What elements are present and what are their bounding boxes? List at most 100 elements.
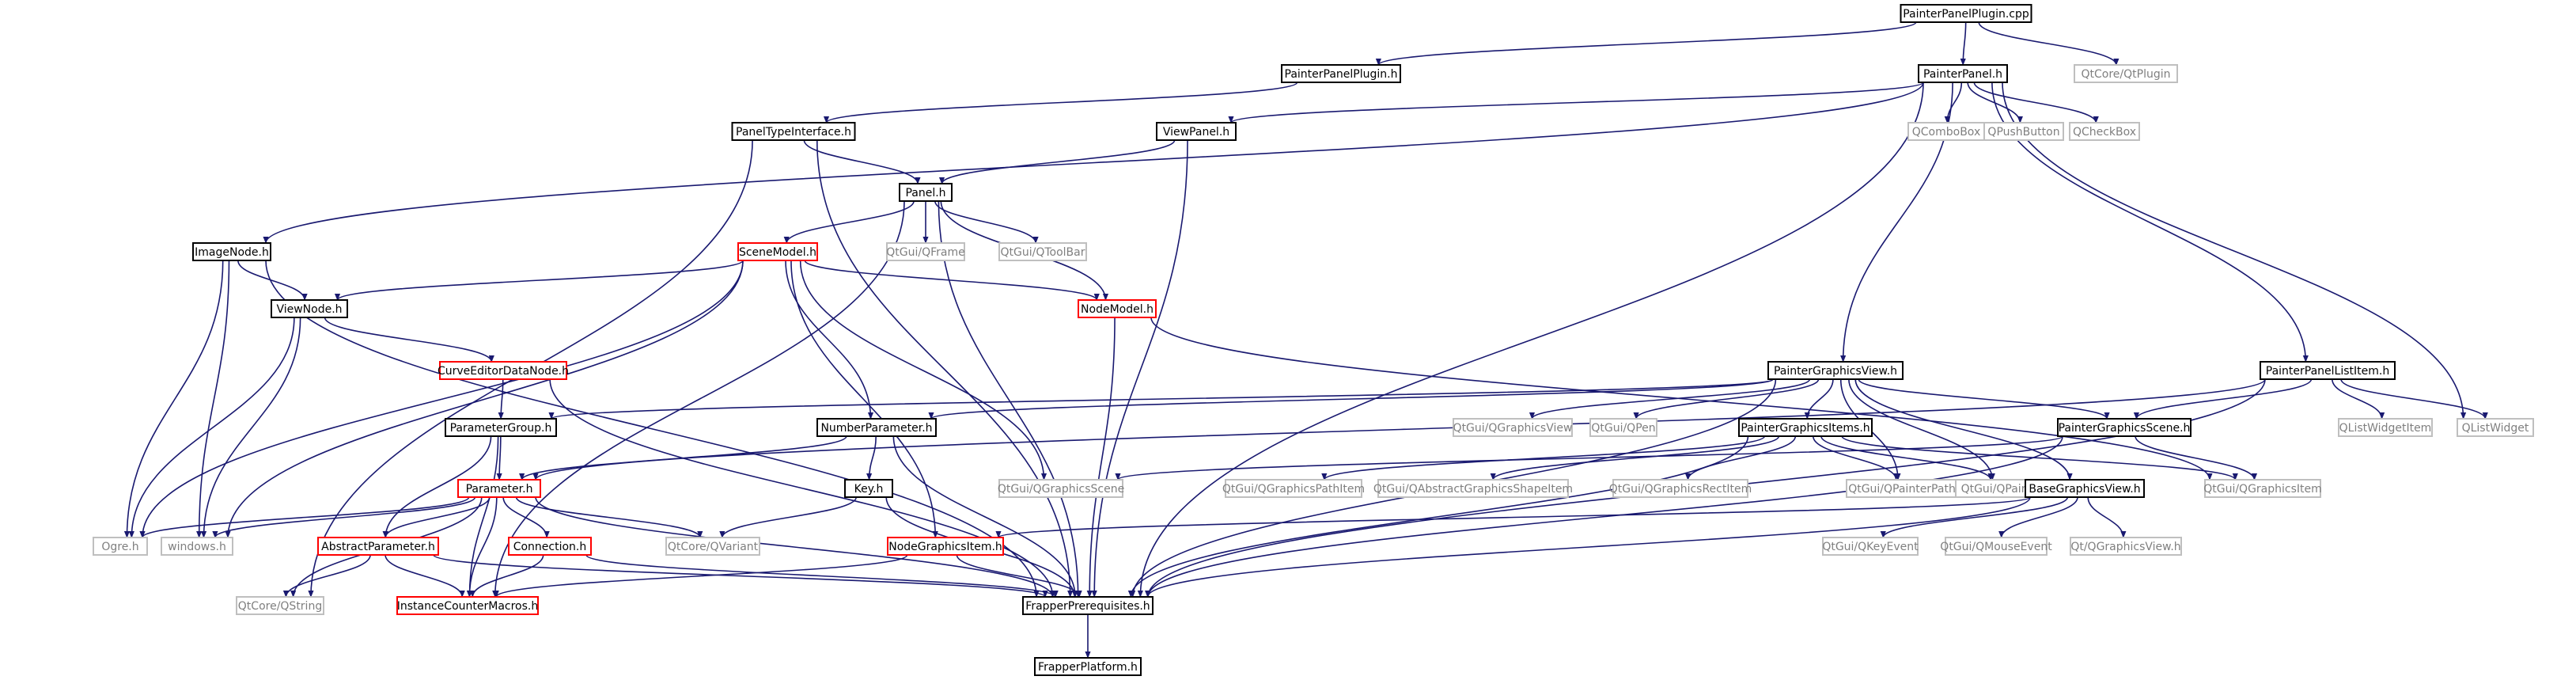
node-box-viewnode_h <box>271 299 348 318</box>
node-painterpanelplugin_h[interactable]: PainterPanelPlugin.h <box>1281 64 1401 83</box>
node-painterpanel_h[interactable]: PainterPanel.h <box>1918 64 2008 83</box>
edge-viewpanel_h-to-panel_h <box>939 139 1176 184</box>
edge-viewnode_h-to-windows_h <box>200 317 301 538</box>
node-qkeyevent: QtGui/QKeyEvent <box>1822 537 1919 556</box>
node-label-basegraphicsview_h: BaseGraphicsView.h <box>2029 483 2140 496</box>
node-box-qstring <box>236 596 324 615</box>
node-frapperprerequisites_h[interactable]: FrapperPrerequisites.h <box>1022 596 1154 615</box>
node-painterpanellistitem_h[interactable]: PainterPanelListItem.h <box>2260 361 2396 380</box>
node-nodemodel_h[interactable]: NodeModel.h <box>1078 299 1157 318</box>
node-box-paintergraphicsview_h <box>1767 361 1904 380</box>
edge-parameter_h-to-abstractparameter_h <box>382 496 491 538</box>
node-label-viewnode_h: ViewNode.h <box>276 303 342 316</box>
edge-paintergraphicsview_h-to-basegraphicsview_h <box>1854 378 2073 481</box>
node-paintergraphicsview_h[interactable]: PainterGraphicsView.h <box>1767 361 1904 380</box>
node-box-nodegraphicsitem_h <box>887 537 1004 556</box>
edge-viewnode_h-to-ogre_h <box>128 317 295 538</box>
edge-key_h-to-qvariant <box>719 496 858 538</box>
node-qpainterpath: QtGui/QPainterPath <box>1846 479 1958 498</box>
node-label-qtoolbar: QtGui/QToolBar <box>1001 246 1085 259</box>
node-parametergroup_h[interactable]: ParameterGroup.h <box>445 418 557 437</box>
node-box-qpushbutton <box>1983 122 2064 141</box>
node-key_h[interactable]: Key.h <box>844 479 893 498</box>
edge-paintergraphicsscene_h-to-frapperprerequisites_h <box>1145 435 2063 598</box>
node-curveeditordatanode_h[interactable]: CurveEditorDataNode.h <box>438 361 569 380</box>
node-label-paintergraphicsview_h: PainterGraphicsView.h <box>1774 365 1897 378</box>
edge-paintergraphicsview_h-to-qpainter <box>1848 378 1995 481</box>
edge-parameter_h-to-connection_h <box>502 496 550 538</box>
node-parameter_h[interactable]: Parameter.h <box>457 479 541 498</box>
edge-basegraphicsview_h-to-qgraphicsview2 <box>2087 496 2127 538</box>
node-ogre_h: Ogre.h <box>93 537 148 556</box>
edge-abstractparameter_h-to-instancecountermacros_h <box>385 554 465 598</box>
node-qgraphicsrectitem: QtGui/QGraphicsRectItem <box>1609 479 1752 498</box>
node-panel_h[interactable]: Panel.h <box>899 183 953 202</box>
node-label-scenemodel_h: SceneModel.h <box>739 246 816 259</box>
edge-painterpanel_h-to-viewpanel_h <box>1228 82 1924 123</box>
edge-nodegraphicsitem_h-to-frapperprerequisites_h <box>956 554 1082 598</box>
node-label-viewpanel_h: ViewPanel.h <box>1163 126 1229 139</box>
node-abstractparameter_h[interactable]: AbstractParameter.h <box>317 537 439 556</box>
node-box-qlistwidgetitem <box>2338 418 2433 437</box>
node-box-frapperprerequisites_h <box>1022 596 1154 615</box>
node-label-qgraphicsscene: QtGui/QGraphicsScene <box>998 483 1124 496</box>
edge-abstractparameter_h-to-frapperprerequisites_h <box>433 554 1048 598</box>
edge-painterpanelplugin_cpp-to-painterpanel_h <box>1960 21 1967 66</box>
edge-connection_h-to-instancecountermacros_h <box>469 554 544 598</box>
node-imagenode_h[interactable]: ImageNode.h <box>192 242 271 261</box>
edge-painterpanel_h-to-qcombobox <box>1944 82 1963 123</box>
node-box-painterpanelplugin_h <box>1281 64 1401 83</box>
node-label-qpainter: QtGui/QPainter <box>1961 483 2044 496</box>
node-box-paneltypeinterface_h <box>731 122 856 141</box>
node-box-windows_h <box>161 537 233 556</box>
node-box-painterpanelplugin_cpp <box>1900 4 2032 23</box>
edge-paintergraphicsview_h-to-paintergraphicsscene_h <box>1858 378 2110 420</box>
edge-scenemodel_h-to-windows_h <box>225 260 744 538</box>
edge-paintergraphicsscene_h-to-qgraphicsscene <box>1115 435 2063 481</box>
node-label-qframe: QtGui/QFrame <box>886 246 964 259</box>
node-paintergraphicsscene_h[interactable]: PainterGraphicsScene.h <box>2057 418 2191 437</box>
node-painterpanelplugin_cpp[interactable]: PainterPanelPlugin.cpp <box>1900 4 2032 23</box>
edge-scenemodel_h-to-nodemodel_h <box>804 260 1100 301</box>
node-label-imagenode_h: ImageNode.h <box>195 246 269 259</box>
node-box-imagenode_h <box>192 242 271 261</box>
edge-nodemodel_h-to-frapperprerequisites_h <box>1086 317 1116 598</box>
edge-painterpanellistitem_h-to-qlistwidget <box>2340 378 2488 420</box>
node-qtplugin: QtCore/QtPlugin <box>2074 64 2178 83</box>
node-paneltypeinterface_h[interactable]: PanelTypeInterface.h <box>731 122 856 141</box>
edge-panel_h-to-instancecountermacros_h <box>492 200 905 598</box>
node-paintergraphicsitems_h[interactable]: PainterGraphicsItems.h <box>1738 418 1873 437</box>
edge-paintergraphicsview_h-to-qgraphicsview <box>1529 378 1811 420</box>
node-viewpanel_h[interactable]: ViewPanel.h <box>1156 122 1237 141</box>
node-label-qcombobox: QComboBox <box>1912 126 1980 139</box>
edge-viewnode_h-to-curveeditordatanode_h <box>324 317 494 363</box>
node-label-paneltypeinterface_h: PanelTypeInterface.h <box>736 126 851 139</box>
node-numberparameter_h[interactable]: NumberParameter.h <box>816 418 937 437</box>
node-qgraphicsview: QtGui/QGraphicsView <box>1453 418 1573 437</box>
node-box-connection_h <box>508 537 592 556</box>
edge-parameter_h-to-instancecountermacros_h <box>466 496 498 598</box>
edge-panel_h-to-scenemodel_h <box>783 200 915 244</box>
edge-curveeditordatanode_h-to-parametergroup_h <box>498 378 504 420</box>
node-frapperplatform_h[interactable]: FrapperPlatform.h <box>1034 657 1142 676</box>
node-viewnode_h[interactable]: ViewNode.h <box>271 299 348 318</box>
edge-imagenode_h-to-ogre_h <box>123 260 224 538</box>
node-box-basegraphicsview_h <box>2025 479 2145 498</box>
node-box-qmouseevent <box>1945 537 2048 556</box>
node-connection_h[interactable]: Connection.h <box>508 537 592 556</box>
node-box-qpen <box>1589 418 1657 437</box>
edge-paintergraphicsview_h-to-parametergroup_h <box>548 378 1774 420</box>
node-box-qlistwidget <box>2457 418 2534 437</box>
node-qstring: QtCore/QString <box>236 596 324 615</box>
edge-numberparameter_h-to-key_h <box>866 435 877 481</box>
edge-painterpanel_h-to-qpushbutton <box>1967 82 2023 123</box>
node-instancecountermacros_h[interactable]: InstanceCounterMacros.h <box>396 596 539 615</box>
edge-paintergraphicsview_h-to-numberparameter_h <box>928 378 1774 420</box>
node-qvariant: QtCore/QVariant <box>665 537 760 556</box>
edge-paintergraphicsitems_h-to-qabstractgraphicsshapeitem <box>1490 435 1780 481</box>
edge-paneltypeinterface_h-to-frapperprerequisites_h <box>816 139 1074 598</box>
node-scenemodel_h[interactable]: SceneModel.h <box>737 242 818 261</box>
node-box-parameter_h <box>457 479 541 498</box>
node-basegraphicsview_h[interactable]: BaseGraphicsView.h <box>2025 479 2145 498</box>
node-nodegraphicsitem_h[interactable]: NodeGraphicsItem.h <box>887 537 1004 556</box>
